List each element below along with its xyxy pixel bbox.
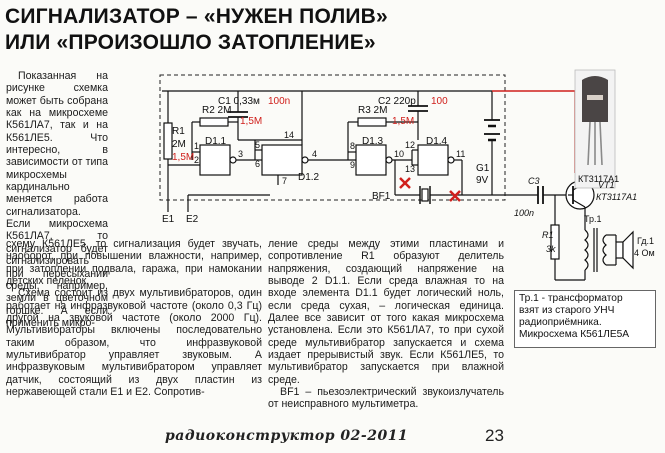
label-d1-2: D1.2: [298, 172, 320, 183]
resistor-r3: [357, 117, 387, 127]
pin-13: 13: [405, 164, 415, 174]
enclosure-outline: [159, 74, 506, 201]
pin-7: 7: [282, 176, 287, 186]
label-r1-3k-value: 3k: [546, 244, 556, 254]
pin-9: 9: [350, 160, 355, 170]
pin-8: 8: [350, 141, 355, 151]
label-c3-value: 100n: [514, 208, 534, 218]
transformer-note-box: Тр.1 - трансформатор взят из старого УНЧ…: [514, 290, 656, 348]
pin-12: 12: [405, 140, 415, 150]
label-c1: C1 0,33м: [218, 96, 260, 107]
label-bf1: BF1: [372, 191, 391, 202]
pin-5: 5: [255, 140, 260, 150]
magazine-footer: радиоконструктор 02-2011: [165, 428, 409, 444]
label-d1-4: D1.4: [426, 136, 448, 147]
pin-3: 3: [238, 149, 243, 159]
pin-11: 11: [456, 149, 465, 159]
article-right-column: ление среды между этими пластинами и соп…: [268, 238, 504, 411]
label-g1: G1: [476, 163, 490, 174]
resistor-r2: [199, 117, 229, 127]
note-line-3: радиоприёмника.: [519, 317, 602, 328]
label-gd1-value: 4 Ом: [634, 248, 655, 258]
transistor-photo: [574, 69, 616, 189]
note-line-1: Тр.1 - трансформатор: [519, 293, 623, 304]
article-title-line-2: ИЛИ «ПРОИЗОШЛО ЗАТОПЛЕНИЕ»: [5, 31, 376, 54]
label-r1-alt: 1,5M: [172, 152, 194, 163]
article-left-paragraph-2: Схема состоит из двух мультивибраторов, …: [6, 287, 262, 399]
article-title-line-1: СИГНАЛИЗАТОР – «НУЖЕН ПОЛИВ»: [5, 5, 388, 28]
label-c3: C3: [528, 176, 540, 186]
resistor-r1: [163, 122, 173, 160]
cut-mark-right: [449, 190, 461, 202]
label-tr1: Тр.1: [584, 214, 602, 224]
speaker-gd1: [615, 241, 624, 259]
label-c2: C2 220p: [378, 96, 416, 107]
gate-d1-2: [261, 144, 303, 176]
label-e1: E1: [162, 214, 175, 225]
label-d1-1: D1.1: [205, 136, 227, 147]
gate-d1-3: [355, 144, 387, 176]
label-r2: R2 2M: [202, 105, 231, 116]
pin-10: 10: [394, 149, 404, 159]
label-g1-value: 9V: [476, 175, 489, 186]
article-right-paragraph-2: BF1 – пьезоэлектрический звукоизлучатель…: [268, 386, 504, 411]
page-number: 23: [485, 426, 504, 445]
gate-d1-1: [199, 144, 231, 176]
label-r1-value: 2M: [172, 139, 186, 150]
pin-1: 1: [194, 141, 199, 151]
piezo-bf1: [421, 188, 429, 202]
pin-2: 2: [194, 155, 199, 165]
label-r3-alt: 1,5M: [392, 116, 414, 127]
label-e2: E2: [186, 214, 199, 225]
label-r1-3k: R1: [542, 230, 554, 240]
article-right-paragraph-1: ление среды между этими пластинами и соп…: [268, 238, 504, 386]
note-line-4: Микросхема К561ЛЕ5А: [519, 329, 630, 340]
label-c1-alt: 100n: [268, 96, 290, 107]
label-r3: R3 2M: [358, 105, 387, 116]
label-photo: КТ3117А1: [578, 174, 619, 184]
label-gd1: Гд.1: [637, 236, 654, 246]
label-vt1: VT1: [598, 180, 615, 190]
label-r2-alt: 1,5M: [240, 116, 262, 127]
note-line-2: взят из старого УНЧ: [519, 305, 615, 316]
label-r1: R1: [172, 126, 185, 137]
article-intro-text: Показанная на рисунке схемка может быть …: [6, 70, 108, 329]
label-d1-3: D1.3: [362, 136, 384, 147]
pin-4: 4: [312, 149, 317, 159]
article-left-column: схему К561ЛЕ5, то сигнализация будет зву…: [6, 238, 262, 398]
cut-mark-left: [399, 177, 411, 189]
article-intro-column: Показанная на рисунке схемка может быть …: [6, 70, 108, 329]
article-left-paragraph-1: схему К561ЛЕ5, то сигнализация будет зву…: [6, 238, 262, 288]
gate-d1-4: [417, 144, 449, 176]
pin-14: 14: [284, 130, 294, 140]
transformer-tr1: [584, 229, 589, 271]
label-c2-alt: 100: [431, 96, 448, 107]
label-vt1-type: КТ3117А1: [596, 192, 637, 202]
pin-6: 6: [255, 159, 260, 169]
